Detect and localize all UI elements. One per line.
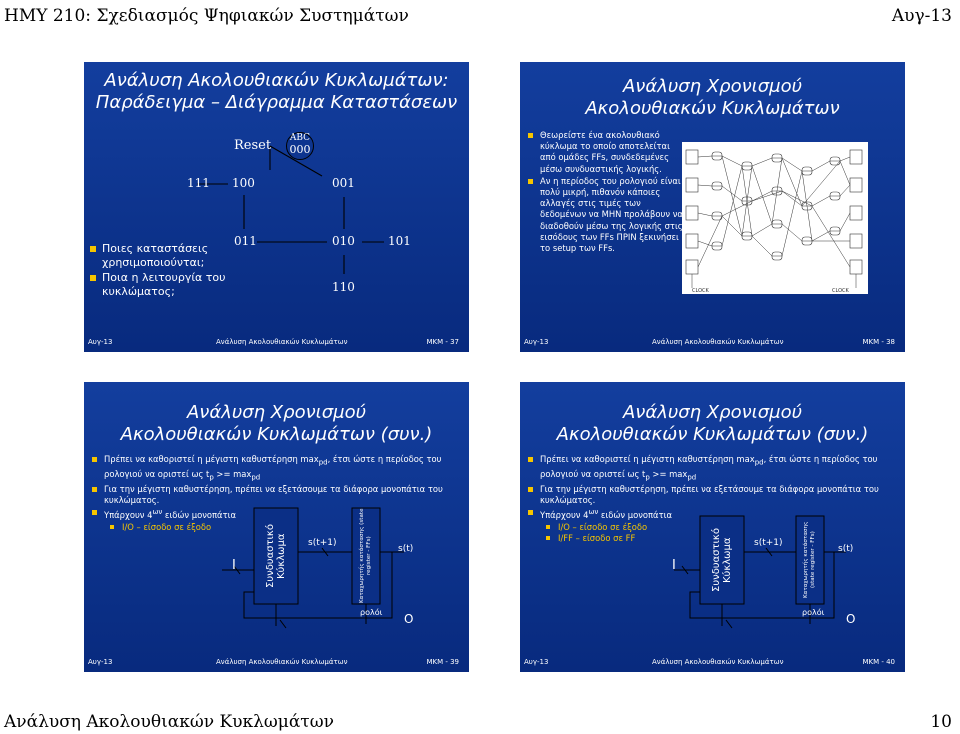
state-register-label: Καταχωρητής κατάστασης (state register -…: [803, 521, 816, 599]
input-label: I: [672, 558, 676, 573]
combinational-circuit-label: Συνδυαστικό Κύκλωμα: [265, 524, 287, 588]
combinational-circuit-label: Συνδυαστικό Κύκλωμα: [711, 528, 733, 592]
bullet-item: Για την μέγιστη καθυστέρηση, πρέπει να ε…: [90, 484, 460, 506]
slide-37[interactable]: Ανάλυση Ακολουθιακών Κυκλωμάτων: Παράδει…: [84, 62, 469, 352]
clock-label: ρολόι: [802, 608, 825, 617]
slide-footer: Αυγ-13 Ανάλυση Ακολουθιακών Κυκλωμάτων Μ…: [520, 656, 905, 670]
slide-footer-date: Αυγ-13: [88, 658, 113, 666]
bullet-item: Ποια η λειτουργία του κυκλώματος;: [88, 271, 238, 299]
bullet-list: Πρέπει να καθοριστεί η μέγιστη καθυστέρη…: [90, 454, 460, 533]
slide-title-line1: Ανάλυση Χρονισμού: [186, 402, 367, 423]
slide-footer-date: Αυγ-13: [524, 338, 549, 346]
bullet-list: Ποιες καταστάσεις χρησιμοποιούνται; Ποια…: [88, 242, 238, 300]
slide-title-line1: Ανάλυση Χρονισμού: [622, 402, 803, 423]
state-100: 100: [232, 176, 255, 190]
slide-title-line2: Παράδειγμα – Διάγραμμα Καταστάσεων: [95, 92, 458, 113]
timing-block-diagram: [222, 507, 404, 629]
bullet-item: Υπάρχουν 4ων ειδών μονοπάτια: [526, 507, 896, 521]
state-register-label: Καταχωρητής κατάστασης (state register -…: [359, 508, 372, 604]
slide-38[interactable]: Ανάλυση Χρονισμού Ακολουθιακών Κυκλωμάτω…: [520, 62, 905, 352]
sub-bullet-item: I/O – είσοδο σε έξοδο: [526, 522, 896, 533]
comb-block: [699, 515, 745, 605]
register-block: [795, 515, 825, 605]
slide-footer-title: Ανάλυση Ακολουθιακών Κυκλωμάτων: [652, 658, 784, 666]
slide-number: ΜΚΜ - 37: [426, 338, 459, 346]
sub-bullet-item: I/O – είσοδο σε έξοδο: [90, 522, 460, 533]
next-state-label: s(t+1): [308, 538, 337, 548]
header-date: Αυγ-13: [891, 6, 952, 26]
clock-label: CLOCK: [692, 288, 710, 294]
slide-footer: Αυγ-13 Ανάλυση Ακολουθιακών Κυκλωμάτων Μ…: [520, 336, 905, 350]
circuit-image: CLOCK CLOCK: [682, 142, 868, 294]
slide-number: ΜΚΜ - 40: [862, 658, 895, 666]
circuit-diagram: CLOCK CLOCK: [685, 149, 863, 294]
bullet-item: Αν η περίοδος του ρολογιού είναι πολύ μι…: [526, 176, 686, 254]
state-label: s(t): [398, 544, 414, 554]
slide-footer: Αυγ-13 Ανάλυση Ακολουθιακών Κυκλωμάτων Μ…: [84, 336, 469, 350]
abc-value: 000: [289, 143, 311, 156]
abc-label: ABC: [289, 133, 311, 143]
slide-39[interactable]: Ανάλυση Χρονισμού Ακολουθιακών Κυκλωμάτω…: [84, 382, 469, 672]
slide-number: ΜΚΜ - 38: [862, 338, 895, 346]
slide-40[interactable]: Ανάλυση Χρονισμού Ακολουθιακών Κυκλωμάτω…: [520, 382, 905, 672]
timing-block-diagram: [674, 515, 846, 629]
output-label: O: [404, 612, 414, 626]
slide-footer-date: Αυγ-13: [88, 338, 113, 346]
course-title: ΗΜΥ 210: Σχεδιασμός Ψηφιακών Συστημάτων: [4, 6, 409, 26]
input-label: I: [232, 558, 236, 573]
slide-footer-title: Ανάλυση Ακολουθιακών Κυκλωμάτων: [216, 338, 348, 346]
footer-title: Ανάλυση Ακολουθιακών Κυκλωμάτων: [4, 712, 334, 732]
bullet-item: Πρέπει να καθοριστεί η μέγιστη καθυστέρη…: [90, 454, 460, 483]
bullet-item: Για την μέγιστη καθυστέρηση, πρέπει να ε…: [526, 484, 896, 506]
state-diagram: [197, 145, 384, 274]
slide-footer-date: Αυγ-13: [524, 658, 549, 666]
clock-label: CLOCK: [832, 288, 850, 294]
slide-title-line2: Ακολουθιακών Κυκλωμάτων: [585, 98, 840, 119]
bullet-item: Ποιες καταστάσεις χρησιμοποιούνται;: [88, 242, 238, 270]
bullet-item: Υπάρχουν 4ων ειδών μονοπάτια: [90, 507, 460, 521]
slide-title-line2: Ακολουθιακών Κυκλωμάτων (συν.): [120, 424, 433, 445]
state-110: 110: [332, 280, 355, 294]
comb-block: [253, 507, 299, 605]
state-111: 111: [187, 176, 210, 190]
slide-title-line1: Ανάλυση Ακολουθιακών Κυκλωμάτων:: [104, 70, 449, 91]
state-101: 101: [388, 234, 411, 248]
edge: [269, 145, 323, 177]
reset-label: Reset: [234, 138, 272, 153]
clock-label: ρολόι: [360, 608, 383, 617]
bullet-item: Πρέπει να καθοριστεί η μέγιστη καθυστέρη…: [526, 454, 896, 483]
state-label: s(t): [838, 544, 854, 554]
state-011: 011: [234, 234, 257, 248]
slide-footer: Αυγ-13 Ανάλυση Ακολουθιακών Κυκλωμάτων Μ…: [84, 656, 469, 670]
output-label: O: [846, 612, 856, 626]
register-block: [351, 507, 381, 605]
state-001: 001: [332, 176, 355, 190]
slide-footer-title: Ανάλυση Ακολουθιακών Κυκλωμάτων: [216, 658, 348, 666]
slide-title-line1: Ανάλυση Χρονισμού: [622, 76, 803, 97]
page-footer: Ανάλυση Ακολουθιακών Κυκλωμάτων 10: [0, 710, 960, 734]
bullet-list: Θεωρείστε ένα ακολουθιακό κύκλωμα το οπο…: [526, 130, 686, 255]
sub-bullet-item: I/FF – είσοδο σε FF: [526, 533, 896, 544]
page-number: 10: [930, 712, 952, 732]
next-state-label: s(t+1): [754, 538, 783, 548]
page-header: ΗΜΥ 210: Σχεδιασμός Ψηφιακών Συστημάτων …: [0, 0, 960, 30]
slide-number: ΜΚΜ - 39: [426, 658, 459, 666]
bullet-list: Πρέπει να καθοριστεί η μέγιστη καθυστέρη…: [526, 454, 896, 544]
slide-title-line2: Ακολουθιακών Κυκλωμάτων (συν.): [556, 424, 869, 445]
state-010: 010: [332, 234, 355, 248]
bullet-item: Θεωρείστε ένα ακολουθιακό κύκλωμα το οπο…: [526, 130, 686, 175]
slide-footer-title: Ανάλυση Ακολουθιακών Κυκλωμάτων: [652, 338, 784, 346]
